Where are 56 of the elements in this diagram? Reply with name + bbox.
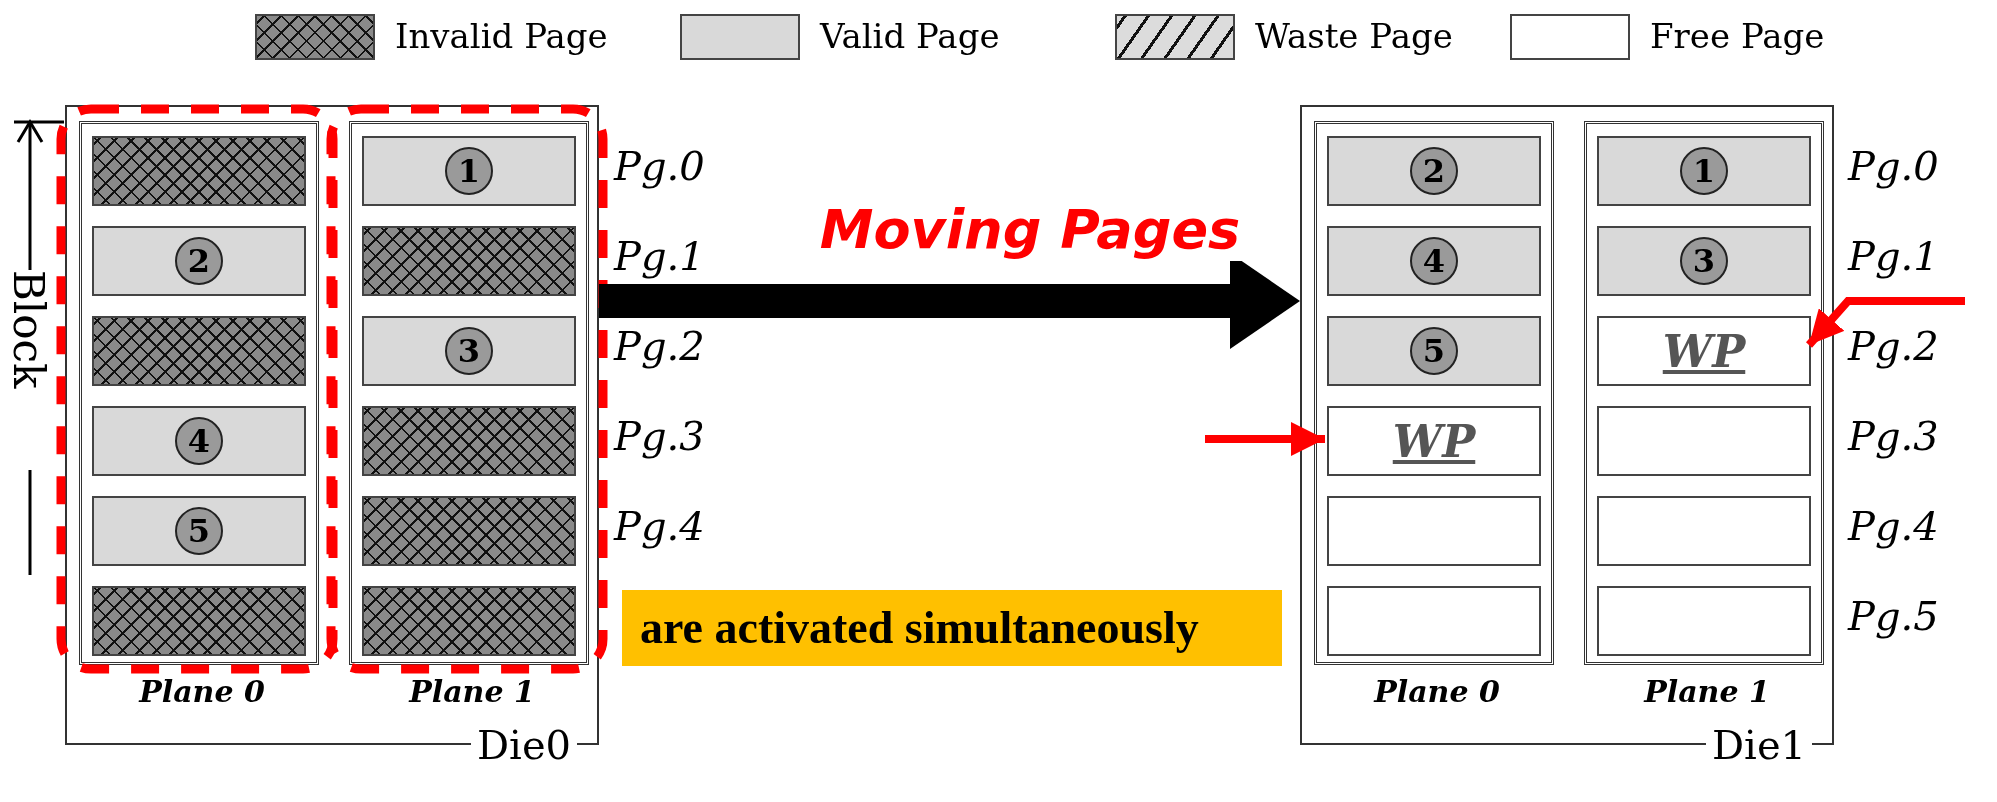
page-label: WP xyxy=(1662,325,1746,377)
page-box xyxy=(362,316,576,386)
page-number: 4 xyxy=(1410,237,1458,285)
page-label: WP xyxy=(1392,415,1476,467)
page-number: 2 xyxy=(1410,147,1458,195)
legend-label: Free Page xyxy=(1650,15,1825,58)
plane-label: Plane 1 xyxy=(407,674,536,709)
page-number: 5 xyxy=(175,507,223,555)
page-box xyxy=(92,406,306,476)
page-number: 3 xyxy=(445,327,493,375)
page-box xyxy=(362,496,576,566)
page-index-label: Pg.4 xyxy=(614,504,705,548)
page-box xyxy=(92,586,306,656)
page-box xyxy=(362,406,576,476)
page-number: 3 xyxy=(1680,237,1728,285)
page-box xyxy=(1327,496,1541,566)
page-box xyxy=(92,316,306,386)
page-index-label: Pg.0 xyxy=(614,144,705,188)
page-box xyxy=(1327,226,1541,296)
page-box xyxy=(362,136,576,206)
page-box xyxy=(1327,316,1541,386)
page-number: 1 xyxy=(445,147,493,195)
legend-label: Invalid Page xyxy=(395,15,608,58)
page-box xyxy=(92,136,306,206)
page-box xyxy=(1597,406,1811,476)
page-index-label: Pg.5 xyxy=(1848,594,1939,638)
page-index-label: Pg.1 xyxy=(614,234,705,278)
page-box xyxy=(1597,586,1811,656)
page-box xyxy=(1327,406,1541,476)
page-index-label: Pg.1 xyxy=(1848,234,1939,278)
plane-label: Plane 0 xyxy=(137,674,266,709)
page-number: 5 xyxy=(1410,327,1458,375)
plane-label: Plane 0 xyxy=(1372,674,1501,709)
legend-label: Waste Page xyxy=(1255,15,1453,58)
page-box xyxy=(1597,136,1811,206)
legend-label: Valid Page xyxy=(820,15,1000,58)
page-number: 4 xyxy=(175,417,223,465)
page-box xyxy=(1597,316,1811,386)
page-box xyxy=(1597,226,1811,296)
page-number: 2 xyxy=(175,237,223,285)
page-index-label: Pg.3 xyxy=(1848,414,1939,458)
plane-label: Plane 1 xyxy=(1642,674,1771,709)
highlight-banner: are activated simultaneously xyxy=(622,590,1282,666)
page-box xyxy=(92,496,306,566)
page-box xyxy=(362,226,576,296)
page-box xyxy=(362,586,576,656)
page-box xyxy=(1327,586,1541,656)
page-box xyxy=(1597,496,1811,566)
page-box xyxy=(92,226,306,296)
page-index-label: Pg.0 xyxy=(1848,144,1939,188)
page-index-label: Pg.4 xyxy=(1848,504,1939,548)
page-number: 1 xyxy=(1680,147,1728,195)
page-box xyxy=(1327,136,1541,206)
page-index-label: Pg.2 xyxy=(1848,324,1939,368)
page-index-label: Pg.3 xyxy=(614,414,705,458)
page-index-label: Pg.2 xyxy=(614,324,705,368)
